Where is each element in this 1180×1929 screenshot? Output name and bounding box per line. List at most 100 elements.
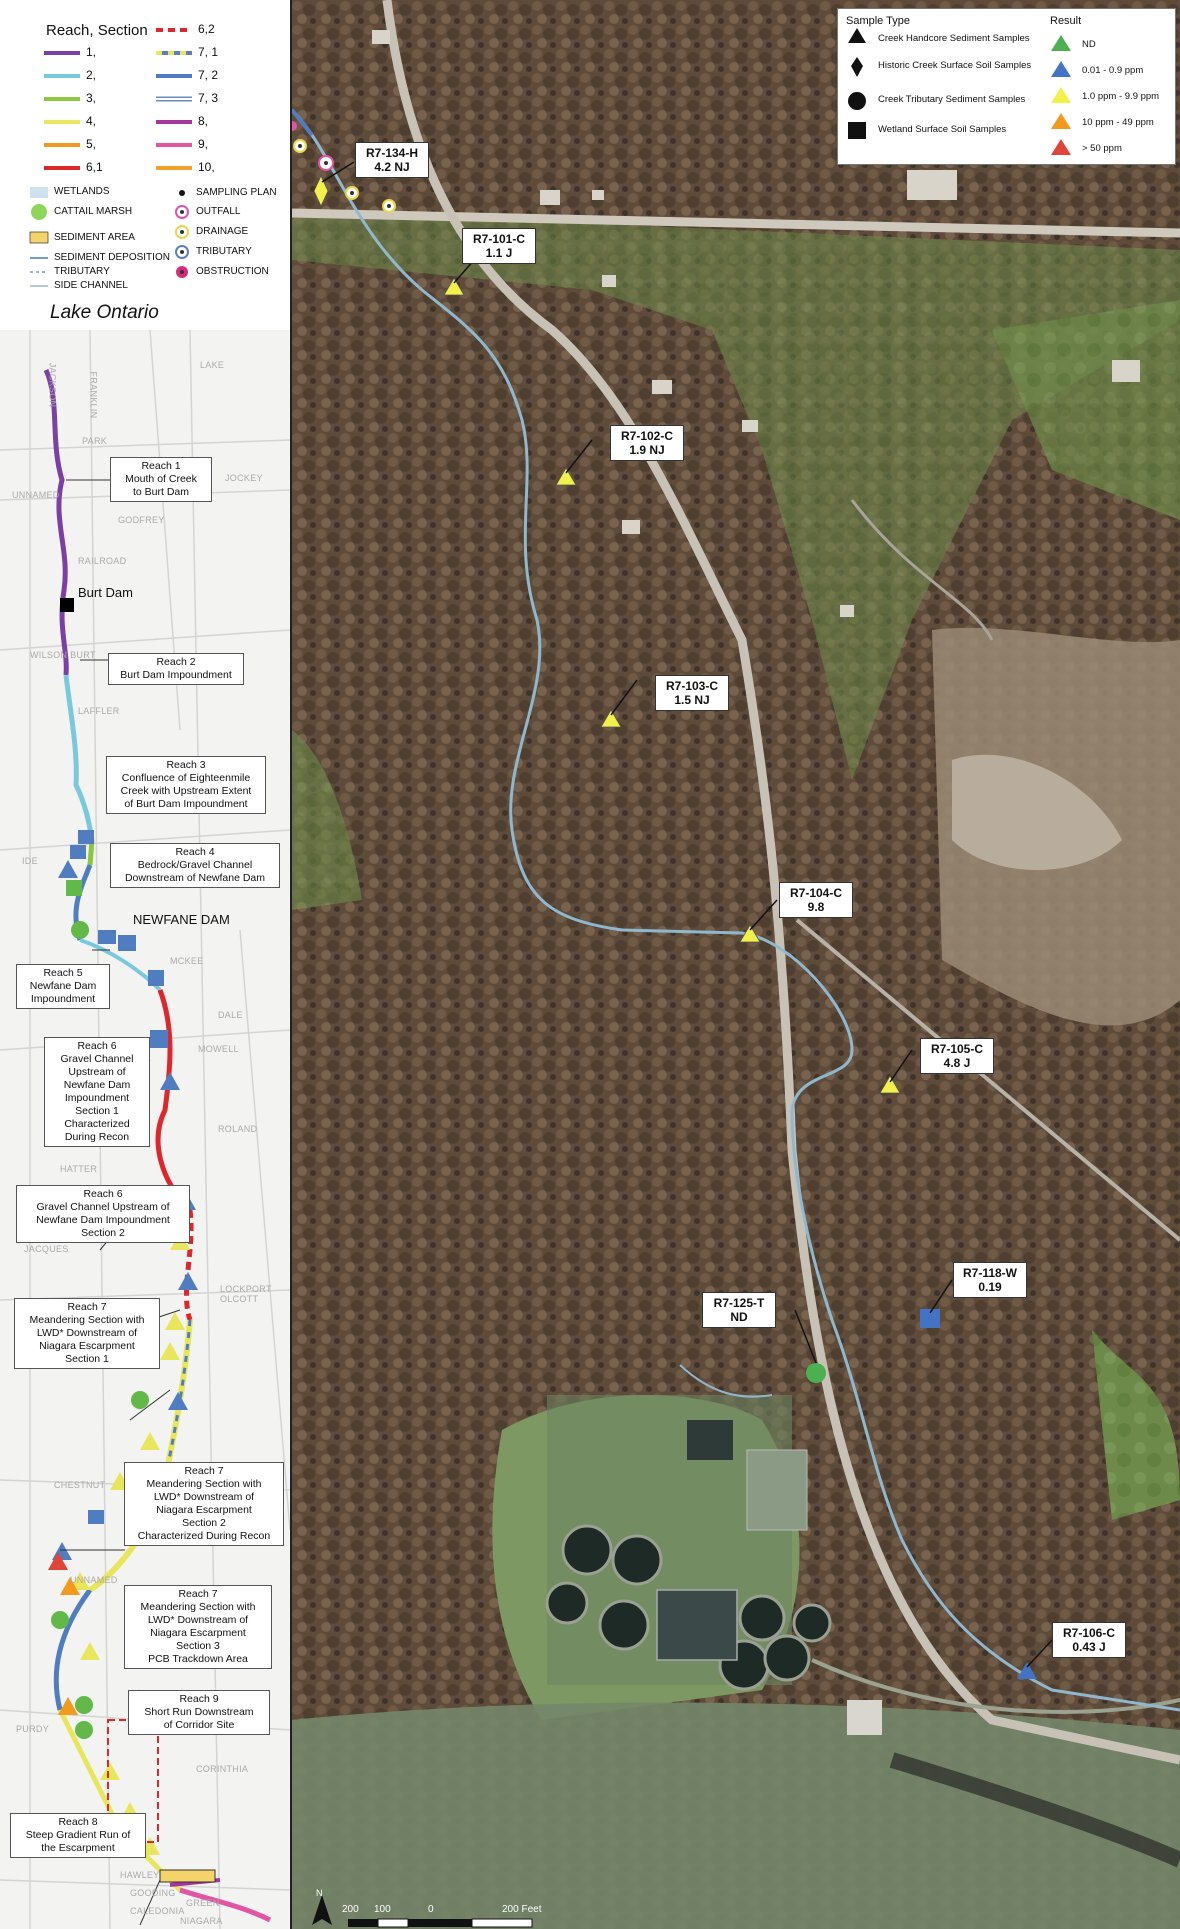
road-label: IDE xyxy=(22,856,38,866)
sample-marker-r7-101-c xyxy=(443,277,465,296)
burt-dam-label: Burt Dam xyxy=(78,585,133,600)
sample-legend: Sample Type Result Creek Handcore Sedime… xyxy=(837,8,1176,165)
sample-marker-r7-103-c xyxy=(600,709,622,728)
road-label: HAWLEY xyxy=(120,1870,160,1880)
north-label: N xyxy=(316,1888,323,1898)
scale-label-100: 100 xyxy=(374,1904,391,1915)
feature-swatches-right xyxy=(175,190,189,278)
road-label: PARK xyxy=(82,436,108,446)
road-label: ROLAND xyxy=(218,1124,258,1134)
legend-reach-5: 5, xyxy=(86,137,97,151)
type-historic: Historic Creek Surface Soil Samples xyxy=(878,60,1032,71)
reach-swatches-left xyxy=(44,51,80,170)
road-label: JACKSON xyxy=(47,362,58,408)
road-label: CHESTNUT xyxy=(54,1480,106,1490)
legend-obstruction: OBSTRUCTION xyxy=(196,266,269,277)
legend-sediment-deposition: SEDIMENT DEPOSITION xyxy=(54,252,170,263)
legend-reach-8: 8, xyxy=(198,114,209,128)
legend-cattail-marsh: CATTAIL MARSH xyxy=(54,206,133,217)
sample-type-title: Sample Type xyxy=(846,15,911,27)
legend-drainage: DRAINAGE xyxy=(196,226,249,237)
road-label: GOODING xyxy=(130,1888,176,1898)
legend-reach-4: 4, xyxy=(86,114,97,128)
legend-sediment-area: SEDIMENT AREA xyxy=(54,232,135,243)
sample-legend-symbols xyxy=(848,28,1071,155)
road-label: FRANKLIN xyxy=(88,371,99,419)
type-wetland: Wetland Surface Soil Samples xyxy=(878,124,1007,135)
legend-sampling-plan: SAMPLING PLAN xyxy=(196,187,277,198)
result-mid: 1.0 ppm - 9.9 ppm xyxy=(1082,91,1160,102)
result-high: 10 ppm - 49 ppm xyxy=(1082,117,1154,128)
road-label: JACQUES xyxy=(24,1244,69,1254)
legend-reach-2: 2, xyxy=(86,68,97,82)
legend-reach-3: 3, xyxy=(86,91,97,105)
result-low: 0.01 - 0.9 ppm xyxy=(1082,65,1144,76)
north-arrow-icon xyxy=(312,1895,332,1925)
type-tributary: Creek Tributary Sediment Samples xyxy=(878,94,1026,105)
legend-reach-7-2: 7, 2 xyxy=(198,68,219,82)
legend-tributary-point: TRIBUTARY xyxy=(196,246,252,257)
sample-marker-r7-106-c xyxy=(1017,1662,1037,1679)
road-label: CALEDONIA xyxy=(130,1906,185,1916)
legend-swatches xyxy=(29,28,192,287)
road-label: DALE xyxy=(218,1010,243,1020)
sample-marker-r7-105-c xyxy=(879,1075,901,1094)
sample-marker-r7-125-t xyxy=(806,1363,826,1383)
result-very-high: > 50 ppm xyxy=(1082,143,1122,154)
road-label: WILSON BURT xyxy=(30,650,96,660)
legend-reach-7-1: 7, 1 xyxy=(198,45,219,59)
legend-title: Reach, Section xyxy=(46,22,148,39)
aerial-imagery xyxy=(292,0,1180,1929)
road-label: LOCKPORT OLCOTT xyxy=(220,1284,272,1304)
scale-bar-graphic xyxy=(312,1895,533,1928)
road-label: PURDY xyxy=(16,1724,50,1734)
scale-label-200: 200 xyxy=(342,1904,359,1915)
road-label: LAFFLER xyxy=(78,706,120,716)
road-label: GODFREY xyxy=(118,515,165,525)
legend-reach-6-1: 6,1 xyxy=(86,160,103,174)
type-handcore: Creek Handcore Sediment Samples xyxy=(878,33,1030,44)
road-label: UNNAMED xyxy=(12,490,60,500)
sample-marker-r7-104-c xyxy=(739,924,761,943)
legend-outfall: OUTFALL xyxy=(196,206,241,217)
road-label: LAKE xyxy=(200,360,225,370)
legend-side-channel: SIDE CHANNEL xyxy=(54,280,128,291)
legend-tributary-line: TRIBUTARY xyxy=(54,266,110,277)
legend-reach-7-3: 7, 3 xyxy=(198,91,219,105)
legend-reach-9: 9, xyxy=(198,137,209,151)
road-label: RAILROAD xyxy=(78,556,127,566)
newfane-dam-label: NEWFANE DAM xyxy=(133,912,230,927)
road-label: NIAGARA xyxy=(180,1916,223,1926)
scale-label-feet: 200 Feet xyxy=(502,1904,542,1915)
legend-reach-6-2: 6,2 xyxy=(198,22,215,36)
scale-label-0: 0 xyxy=(428,1904,434,1915)
sample-marker-r7-118-w xyxy=(920,1309,940,1328)
legend-reach-10: 10, xyxy=(198,160,215,174)
road-label: GREEN xyxy=(186,1898,220,1908)
road-label: MOWELL xyxy=(198,1044,239,1054)
road-label: HATTER xyxy=(60,1164,98,1174)
result-title: Result xyxy=(1050,15,1082,27)
